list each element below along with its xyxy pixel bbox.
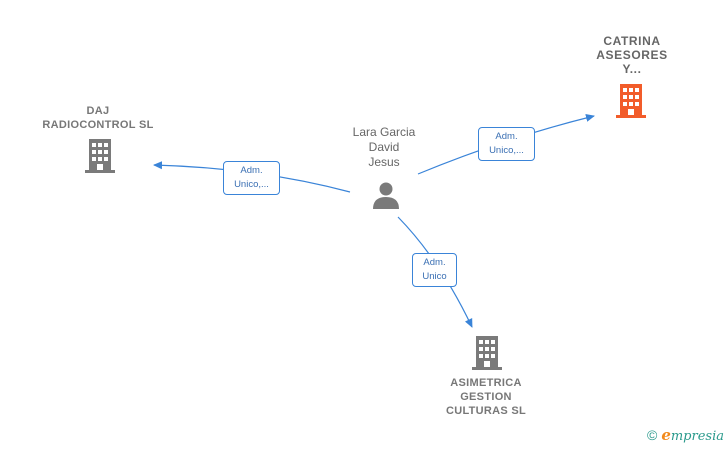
building-icon[interactable] xyxy=(472,336,502,370)
person-icon[interactable] xyxy=(371,180,401,210)
company-name-catrina[interactable]: CATRINA ASESORES Y... xyxy=(596,34,668,76)
footer-brand[interactable]: © empresia xyxy=(647,426,724,444)
relation-label-daj[interactable]: Adm. Unico,... xyxy=(223,161,280,195)
company-name-asimetrica[interactable]: ASIMETRICA GESTION CULTURAS SL xyxy=(445,377,527,417)
copyright-symbol: © xyxy=(646,427,658,443)
relation-label-asimetrica[interactable]: Adm. Unico xyxy=(412,253,457,287)
building-icon-highlight[interactable] xyxy=(616,84,646,118)
person-name[interactable]: Lara Garcia David Jesus xyxy=(352,125,416,169)
building-icon[interactable] xyxy=(85,139,115,173)
brand-logo: empresia xyxy=(661,426,724,444)
company-name-daj[interactable]: DAJ RADIOCONTROL SL xyxy=(42,105,154,131)
relation-label-catrina[interactable]: Adm. Unico,... xyxy=(478,127,535,161)
